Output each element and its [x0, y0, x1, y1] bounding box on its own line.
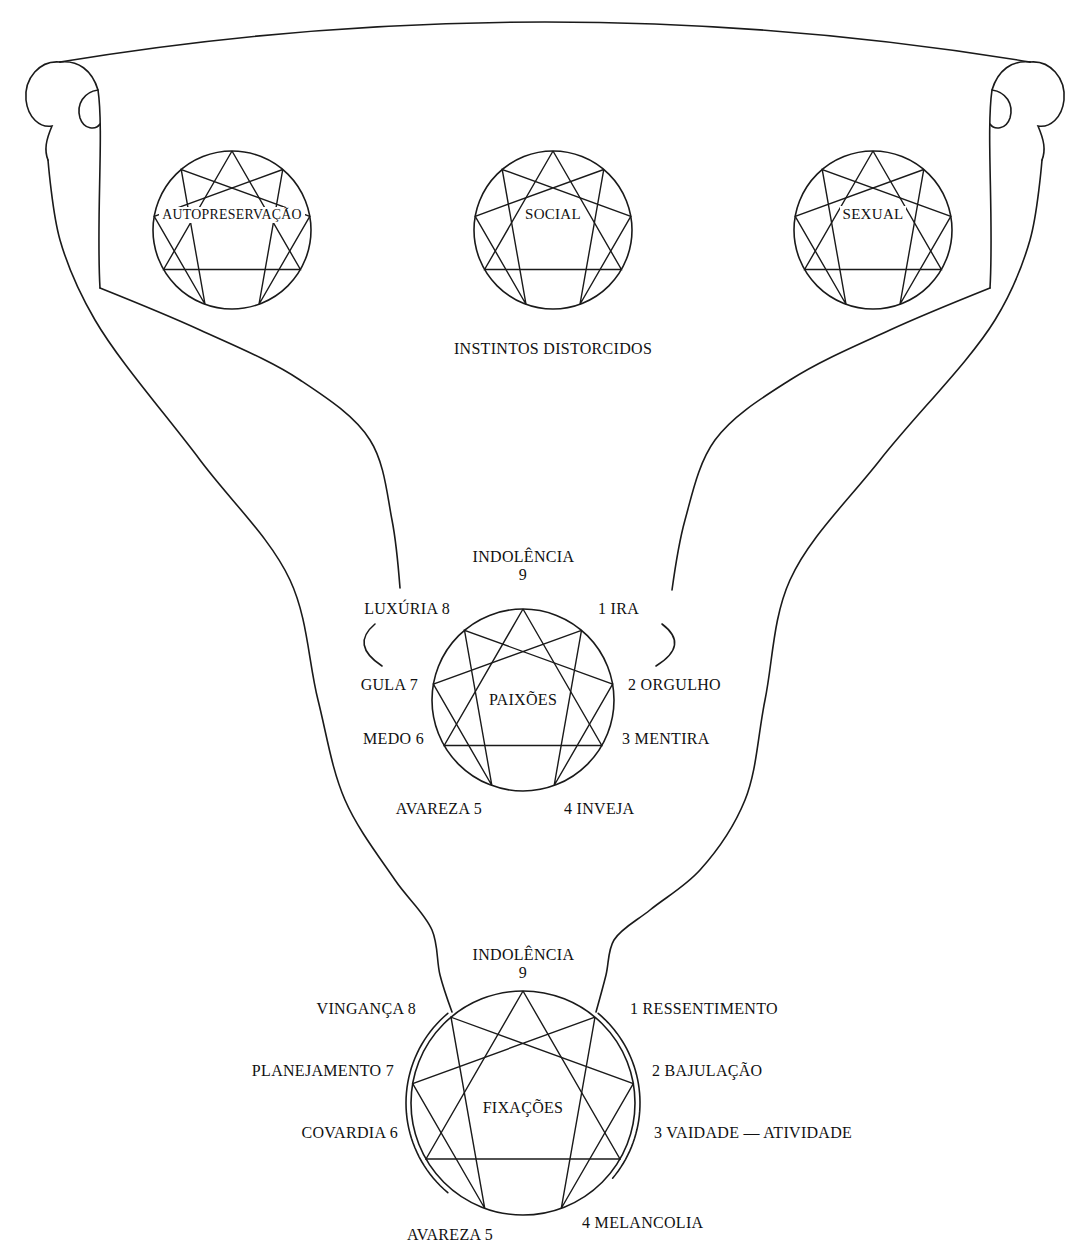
arm-curl — [656, 624, 675, 666]
point-label: 3 VAIDADE — ATIVIDADE — [652, 1124, 854, 1142]
hand-palm — [990, 62, 1030, 288]
enneagram-lines — [795, 169, 951, 304]
point-label: 3 MENTIRA — [620, 730, 712, 748]
neck-collar — [406, 1013, 448, 1192]
point-label: COVARDIA 6 — [300, 1124, 401, 1142]
enneagram-circle: SOCIAL — [473, 150, 633, 310]
enneagram-figure — [152, 150, 312, 310]
hand-outline — [1030, 62, 1064, 160]
circle-outline — [153, 151, 311, 309]
enneagram-lines — [426, 991, 620, 1159]
right-hand — [990, 62, 1064, 288]
enneagram-lines — [475, 169, 631, 304]
point-label: LUXÚRIA 8 — [362, 600, 452, 618]
circle-outline — [474, 151, 632, 309]
enneagram-lines — [485, 151, 622, 270]
point-label: 4 INVEJA — [562, 800, 636, 818]
circle-outline — [411, 991, 635, 1215]
point-label: 4 MELANCOLIA — [580, 1214, 705, 1232]
circle-outline — [432, 609, 614, 791]
enneagram-lines — [154, 169, 310, 304]
hand-finger — [79, 90, 100, 128]
body-outline — [672, 288, 990, 590]
neck-collar — [598, 1013, 640, 1178]
circle-title: FIXAÇÕES — [480, 1099, 567, 1117]
enneagram-figure — [473, 150, 633, 310]
point-label: 2 ORGULHO — [626, 676, 723, 694]
point-label: PLANEJAMENTO 7 — [250, 1062, 396, 1080]
enneagram-figure — [793, 150, 953, 310]
point-label: 2 BAJULAÇÃO — [650, 1062, 764, 1080]
hand-outline — [26, 62, 60, 160]
circle-title: SEXUAL — [840, 206, 907, 223]
circle-title: PAIXÕES — [486, 691, 560, 709]
point-label: AVAREZA 5 — [394, 800, 484, 818]
hand-finger — [990, 90, 1011, 128]
point-label: INDOLÊNCIA 9 — [471, 946, 576, 983]
hand-palm — [60, 62, 100, 288]
point-label: VINGANÇA 8 — [315, 1000, 418, 1018]
enneagram-lines — [805, 151, 942, 270]
circle-outline — [794, 151, 952, 309]
enneagram-lines — [433, 630, 612, 785]
body-outline — [100, 288, 400, 588]
point-label: GULA 7 — [359, 676, 420, 694]
arm-curl — [364, 624, 382, 666]
figure-head-arc — [60, 22, 1030, 62]
enneagram-circle: PAIXÕES — [431, 608, 615, 792]
enneagram-circle: AUTOPRESERVAÇÃO — [152, 150, 312, 310]
enneagram-circle: FIXAÇÕES — [410, 990, 636, 1216]
circle-title: SOCIAL — [522, 206, 584, 223]
point-label: 1 IRA — [596, 600, 641, 618]
enneagram-lines — [413, 1017, 634, 1208]
body-outline — [48, 160, 452, 1012]
enneagram-lines — [444, 609, 602, 746]
point-label: MEDO 6 — [361, 730, 426, 748]
left-hand — [26, 62, 100, 288]
group-caption: INSTINTOS DISTORCIDOS — [452, 340, 654, 358]
enneagram-circle: SEXUAL — [793, 150, 953, 310]
circle-title: AUTOPRESERVAÇÃO — [159, 207, 305, 223]
point-label: INDOLÊNCIA 9 — [471, 548, 576, 585]
point-label: AVAREZA 5 — [405, 1226, 495, 1244]
point-label: 1 RESSENTIMENTO — [628, 1000, 780, 1018]
